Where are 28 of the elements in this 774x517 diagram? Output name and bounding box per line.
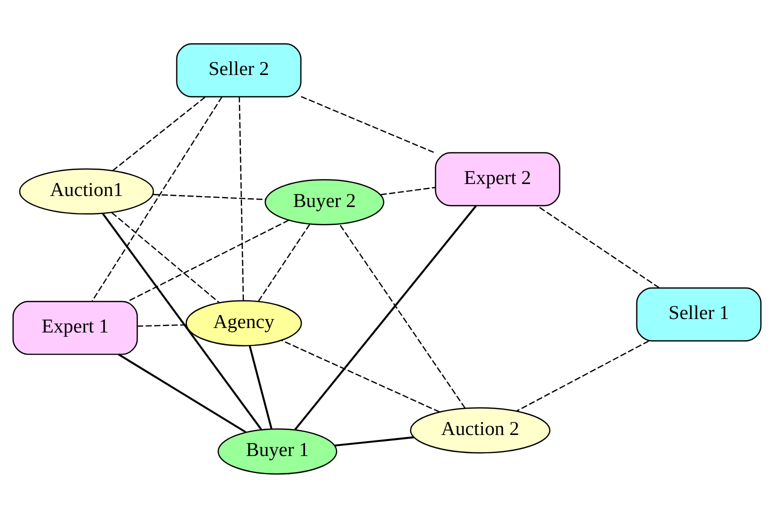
- connector: [91, 96, 222, 302]
- connector: [334, 436, 414, 446]
- node-box: Expert 1: [12, 300, 138, 354]
- node-ellipse: Auction 2: [410, 406, 550, 453]
- connector: [294, 204, 477, 430]
- connector: [258, 224, 310, 302]
- connector: [281, 339, 440, 412]
- connector: [153, 193, 266, 200]
- connector: [128, 219, 290, 302]
- connector: [339, 223, 466, 408]
- node-box: Expert 2: [434, 152, 560, 206]
- connector: [536, 204, 660, 288]
- node-ellipse: Buyer 1: [218, 428, 338, 474]
- connector: [248, 345, 272, 428]
- node-box: Seller 2: [176, 42, 302, 97]
- connector: [516, 340, 649, 411]
- node-ellipse: Auction1: [19, 168, 154, 214]
- node-ellipse: Agency: [186, 300, 302, 346]
- connector: [380, 186, 436, 195]
- connector: [238, 96, 244, 300]
- connector: [300, 95, 436, 154]
- node-ellipse: Buyer 2: [264, 178, 384, 225]
- connector: [112, 96, 206, 171]
- connector: [138, 324, 186, 326]
- connector: [102, 212, 262, 430]
- node-box: Seller 1: [636, 286, 762, 341]
- connector: [111, 212, 220, 303]
- connector: [118, 353, 246, 432]
